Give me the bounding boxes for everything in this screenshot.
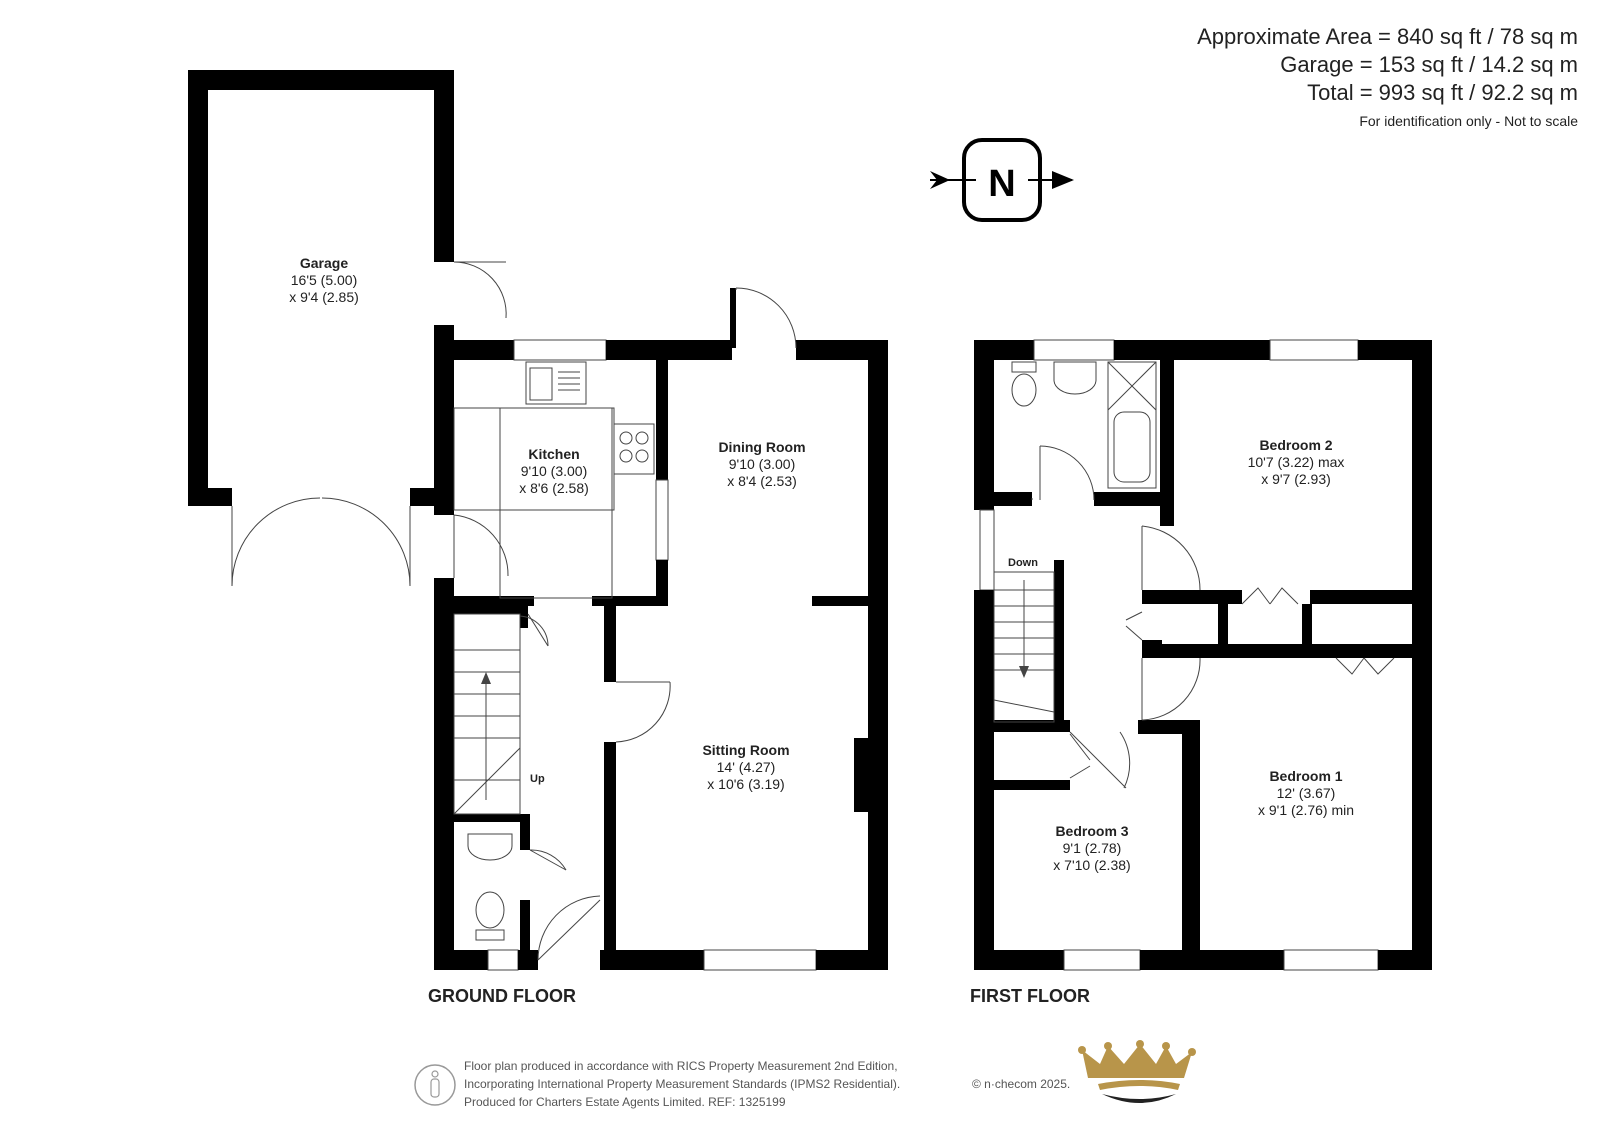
kitchen-name: Kitchen	[528, 446, 579, 462]
first-floor-label: FIRST FLOOR	[970, 986, 1090, 1006]
dining-name: Dining Room	[718, 439, 805, 455]
garage-side-door	[453, 261, 507, 319]
bedroom2-name: Bedroom 2	[1259, 437, 1332, 453]
person-icon	[414, 1064, 456, 1106]
first-floor-walls	[974, 339, 1432, 971]
garage-name: Garage	[300, 255, 348, 271]
scale-note: For identification only - Not to scale	[1359, 113, 1578, 129]
kitchen-dim2: x 8'6 (2.58)	[519, 480, 589, 496]
bedroom1-dim2: x 9'1 (2.76) min	[1258, 802, 1354, 818]
garage-dim2: x 9'4 (2.85)	[289, 289, 359, 305]
kitchen-fittings	[453, 361, 655, 599]
bedroom2-dim1: 10'7 (3.22) max	[1248, 454, 1345, 470]
garage-area-text: Garage = 153 sq ft / 14.2 sq m	[1280, 52, 1578, 77]
footer-line3: Produced for Charters Estate Agents Limi…	[464, 1095, 786, 1109]
first-stairs	[993, 571, 1055, 723]
approximate-area-text: Approximate Area = 840 sq ft / 78 sq m	[1197, 24, 1578, 49]
ground-floor-walls	[434, 288, 888, 971]
footer-line2: Incorporating International Property Mea…	[464, 1077, 900, 1091]
bedroom1-dim1: 12' (3.67)	[1277, 785, 1336, 801]
first-floor-doors	[1031, 445, 1395, 789]
footer-line1: Floor plan produced in accordance with R…	[464, 1059, 898, 1073]
dining-dim1: 9'10 (3.00)	[729, 456, 796, 472]
compass-letter: N	[988, 163, 1015, 205]
stairs-down-label: Down	[1008, 557, 1038, 569]
crown-logo-icon	[1078, 1040, 1196, 1103]
bathroom-fittings	[1011, 361, 1157, 489]
footer-brand: © n·checom 2025.	[972, 1077, 1070, 1091]
sitting-dim1: 14' (4.27)	[717, 759, 776, 775]
ground-stairs	[453, 613, 521, 815]
stairs-up-label: Up	[530, 773, 545, 785]
bedroom2-dim2: x 9'7 (2.93)	[1261, 471, 1331, 487]
ground-floor-label: GROUND FLOOR	[428, 986, 576, 1006]
bedroom3-dim1: 9'1 (2.78)	[1063, 840, 1122, 856]
garage-dim1: 16'5 (5.00)	[291, 272, 358, 288]
kitchen-dim1: 9'10 (3.00)	[521, 463, 588, 479]
ground-floor-doors	[453, 287, 797, 961]
north-compass-icon: N	[930, 138, 1074, 222]
sitting-name: Sitting Room	[702, 742, 789, 758]
bedroom1-name: Bedroom 1	[1269, 768, 1342, 784]
total-area-text: Total = 993 sq ft / 92.2 sq m	[1307, 80, 1578, 105]
dining-dim2: x 8'4 (2.53)	[727, 473, 797, 489]
sitting-dim2: x 10'6 (3.19)	[707, 776, 784, 792]
garage-double-door	[231, 497, 411, 587]
ground-wc-fittings	[467, 833, 513, 941]
bedroom3-dim2: x 7'10 (2.38)	[1053, 857, 1130, 873]
bedroom3-name: Bedroom 3	[1055, 823, 1128, 839]
